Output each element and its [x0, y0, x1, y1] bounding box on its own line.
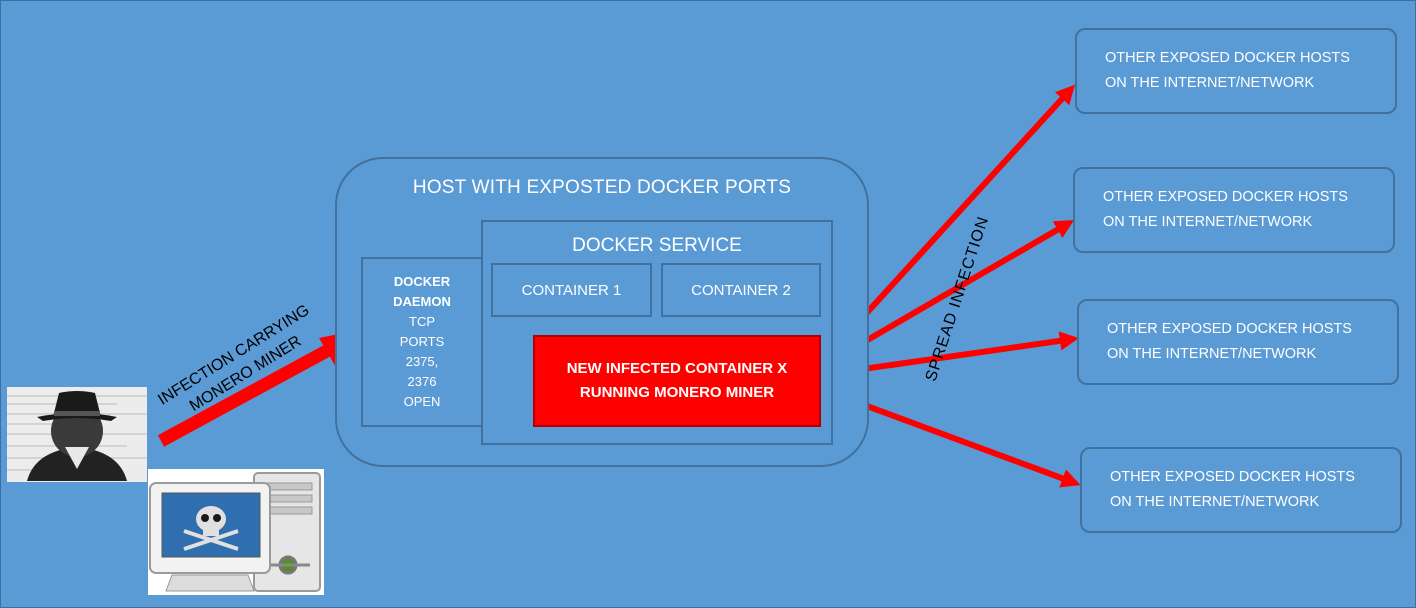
container-2-label: CONTAINER 2 — [691, 281, 791, 299]
other-host-1-line-2: ON THE INTERNET/NETWORK — [1105, 75, 1315, 91]
host-title: HOST WITH EXPOSTED DOCKER PORTS — [412, 177, 792, 198]
daemon-title-line-1: DOCKER — [393, 274, 451, 289]
infection-arrow — [157, 335, 349, 447]
other-host-box-3: OTHER EXPOSED DOCKER HOSTS ON THE INTERN… — [1077, 299, 1399, 385]
other-host-4-line-1: OTHER EXPOSED DOCKER HOSTS — [1110, 469, 1355, 485]
docker-service-title: DOCKER SERVICE — [572, 235, 742, 256]
skull-computer-icon — [148, 469, 324, 595]
other-host-1-line-1: OTHER EXPOSED DOCKER HOSTS — [1105, 50, 1350, 66]
docker-daemon-box: DOCKER DAEMON TCP PORTS 2375, 2376 OPEN — [361, 257, 483, 427]
other-host-2-line-2: ON THE INTERNET/NETWORK — [1103, 214, 1313, 230]
hacker-icon — [7, 387, 147, 482]
other-host-3-line-2: ON THE INTERNET/NETWORK — [1107, 346, 1317, 362]
infected-line-1: NEW INFECTED CONTAINER X — [566, 360, 788, 377]
other-host-box-2: OTHER EXPOSED DOCKER HOSTS ON THE INTERN… — [1073, 167, 1395, 253]
other-host-2-line-1: OTHER EXPOSED DOCKER HOSTS — [1103, 189, 1348, 205]
daemon-title-line-2: DAEMON — [393, 294, 451, 309]
infected-container-box: NEW INFECTED CONTAINER X RUNNING MONERO … — [533, 335, 821, 427]
other-host-4-line-2: ON THE INTERNET/NETWORK — [1110, 494, 1320, 510]
other-host-3-line-1: OTHER EXPOSED DOCKER HOSTS — [1107, 321, 1352, 337]
daemon-detail-line-5: OPEN — [403, 394, 441, 409]
container-1-label: CONTAINER 1 — [521, 281, 622, 299]
daemon-detail-line-3: 2375, — [405, 354, 439, 369]
infected-line-2: RUNNING MONERO MINER — [579, 384, 775, 401]
other-host-box-1: OTHER EXPOSED DOCKER HOSTS ON THE INTERN… — [1075, 28, 1397, 114]
other-host-box-4: OTHER EXPOSED DOCKER HOSTS ON THE INTERN… — [1080, 447, 1402, 533]
daemon-detail-line-2: PORTS — [399, 334, 445, 349]
daemon-detail-line-1: TCP — [409, 314, 435, 329]
daemon-detail-line-4: 2376 — [407, 374, 437, 389]
container-1-box: CONTAINER 1 — [491, 263, 652, 317]
container-2-box: CONTAINER 2 — [661, 263, 821, 317]
